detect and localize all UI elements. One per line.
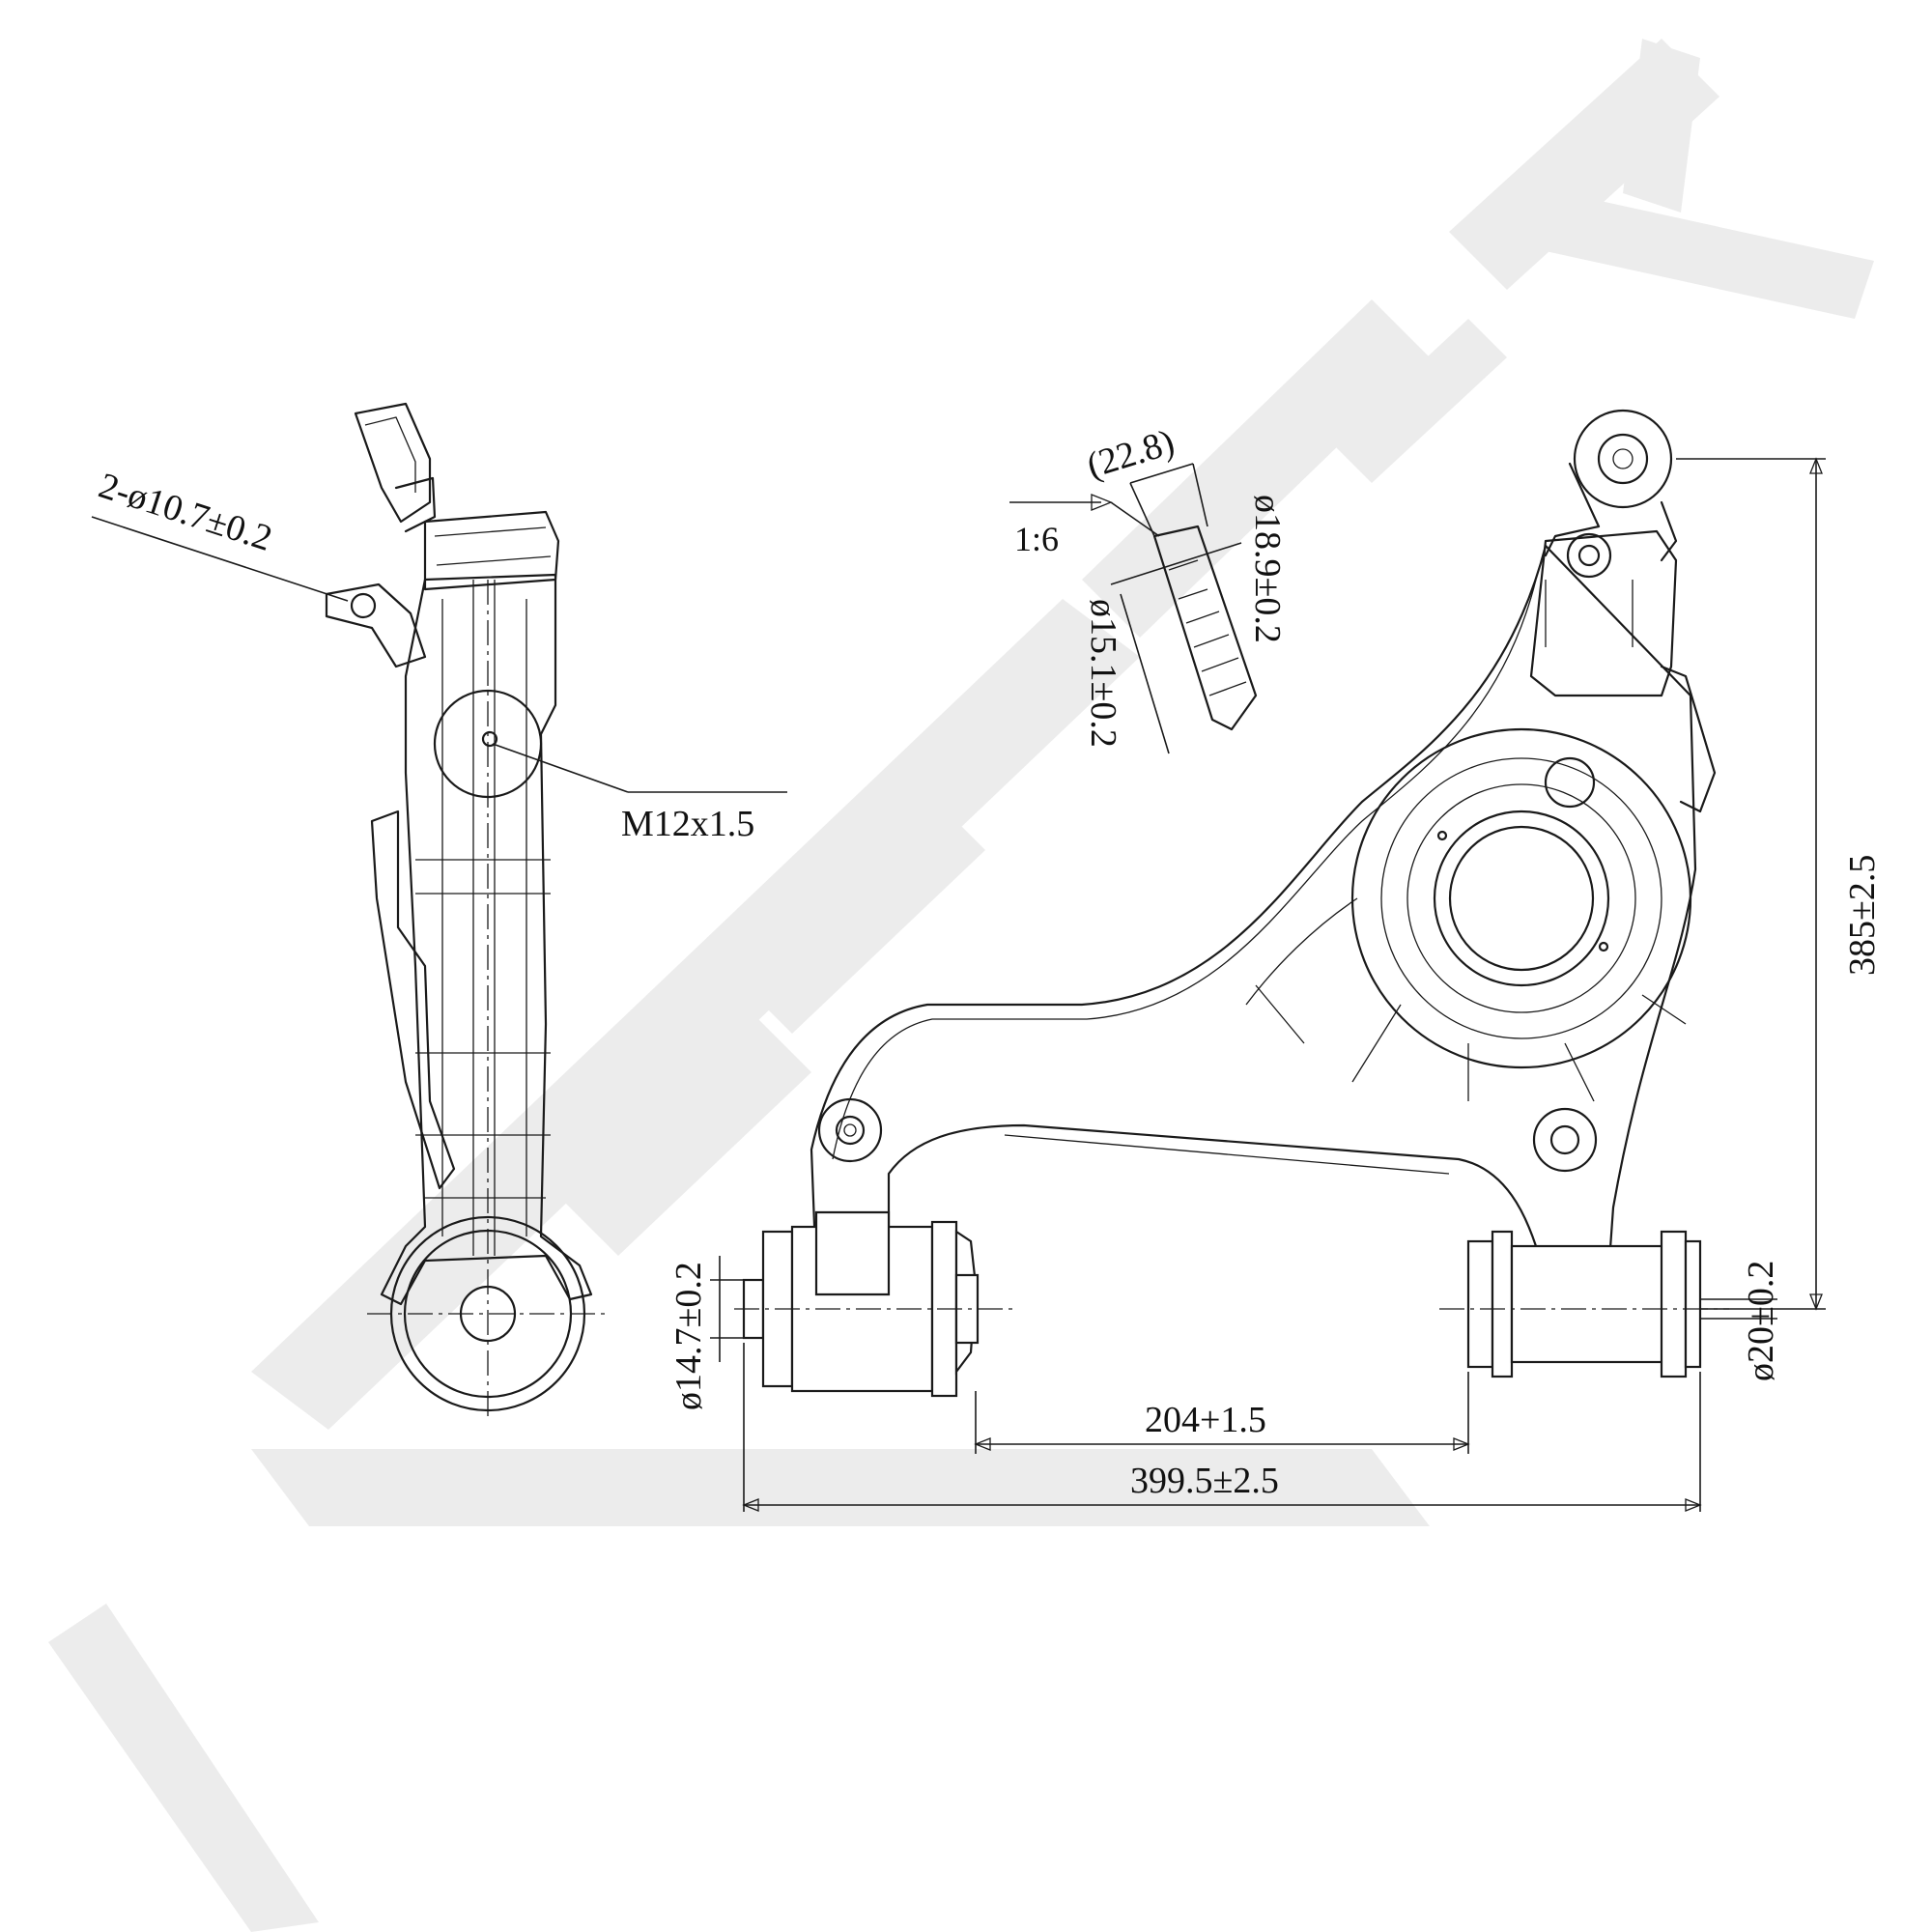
left-bushing-dia: ø14.7±0.2 — [668, 1262, 709, 1410]
length-callout: (22.8) — [1082, 422, 1179, 487]
side-view — [91, 402, 787, 1420]
overall-length-dimension: 399.5±2.5 — [1130, 1461, 1279, 1501]
height-dimension: 385±2.5 — [1842, 855, 1883, 976]
thread-callout: M12x1.5 — [621, 804, 754, 844]
dia-small-callout: ø15.1±0.2 — [1083, 599, 1123, 748]
taper-callout: 1:6 — [1014, 520, 1059, 558]
dia-large-callout: ø18.9±0.2 — [1247, 495, 1288, 643]
side-hole-marker — [350, 592, 377, 619]
hole-callout: 2-ø10.7±0.2 — [94, 466, 276, 559]
right-bushing-dia: ø20±0.2 — [1741, 1261, 1781, 1381]
inner-gap-dimension: 204+1.5 — [1145, 1400, 1266, 1440]
taper-detail — [1009, 463, 1258, 754]
front-view — [710, 409, 1826, 1512]
watermark-logo — [48, 39, 1874, 1932]
